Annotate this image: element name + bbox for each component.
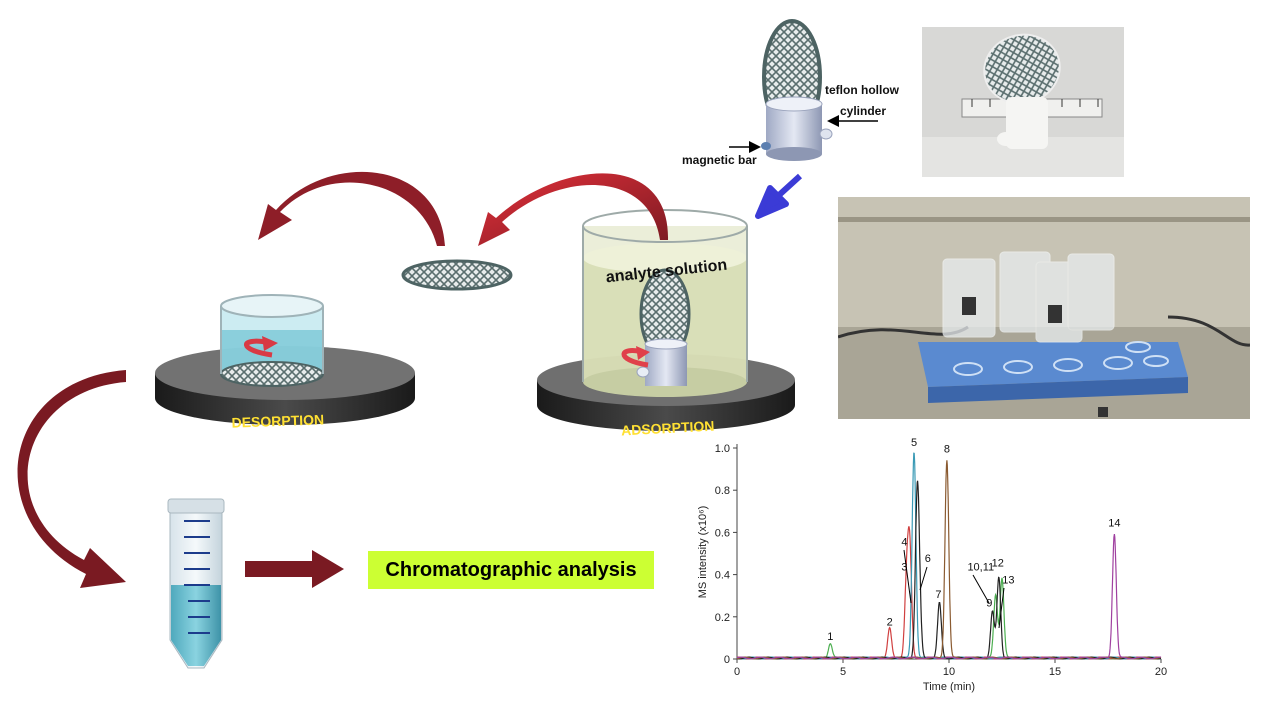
- x-tick-label: 5: [840, 666, 846, 678]
- adsorption-label: ADSORPTION: [621, 418, 715, 439]
- chromatogram-trace: [736, 577, 1161, 660]
- photo-device: [922, 27, 1124, 177]
- y-tick-label: 0: [724, 654, 730, 666]
- peak-label: 3: [901, 562, 907, 574]
- y-tick-label: 0.8: [715, 485, 730, 497]
- peak-label: 14: [1108, 517, 1120, 529]
- chart-x-label: Time (min): [923, 681, 975, 693]
- arrow-adsorption-to-transfer: [478, 173, 669, 246]
- chromatographic-analysis-box: Chromatographic analysis: [368, 551, 654, 589]
- x-tick-label: 10: [943, 666, 955, 678]
- teflon-label-line2: cylinder: [840, 104, 886, 118]
- peak-label: 1: [827, 631, 833, 643]
- y-tick-label: 0.6: [715, 527, 730, 539]
- desorption-label: DESORPTION: [231, 411, 324, 430]
- device-illustration: teflon hollow cylinder magnetic bar: [682, 19, 900, 167]
- peak-label: 7: [935, 589, 941, 601]
- chromatogram-trace: [736, 534, 1162, 660]
- x-tick-label: 0: [734, 666, 740, 678]
- arrow-tube-to-analysis: [245, 550, 344, 588]
- peak-label: 4: [901, 536, 907, 548]
- peak-label: 9: [986, 597, 992, 609]
- peak-label: 6: [925, 553, 931, 565]
- magnet-label: magnetic bar: [682, 153, 757, 167]
- y-tick-label: 1.0: [715, 443, 730, 455]
- centrifuge-tube: [167, 498, 225, 669]
- y-tick-label: 0.2: [715, 612, 730, 624]
- teflon-cylinder: [766, 104, 822, 154]
- x-tick-label: 20: [1155, 666, 1167, 678]
- adsorption-station: analyte solution ADSORPTION: [537, 209, 795, 439]
- teflon-label-line1: teflon hollow: [825, 83, 900, 97]
- blue-arrow: [755, 173, 803, 219]
- arrow-transfer-to-desorption: [258, 171, 445, 246]
- desorption-station: DESORPTION: [155, 294, 415, 431]
- magnetic-bar: [761, 142, 771, 150]
- y-tick-label: 0.4: [715, 570, 730, 582]
- peak-label: 2: [887, 616, 893, 628]
- transferred-mesh-disk: [401, 259, 513, 291]
- peak-label: 8: [944, 443, 950, 455]
- peak-label: 13: [1002, 574, 1014, 586]
- chart-y-label: MS intensity (x10⁶): [697, 506, 709, 599]
- rotation-arrow: [621, 348, 649, 368]
- peak-label: 5: [911, 437, 917, 449]
- x-tick-label: 15: [1049, 666, 1061, 678]
- peak-label: 12: [992, 557, 1004, 569]
- arrow-desorption-to-tube: [17, 370, 126, 588]
- photo-stirrer-setup: [838, 197, 1250, 419]
- chromatogram-trace: [736, 460, 1162, 660]
- peak-label: 10,11: [967, 562, 994, 574]
